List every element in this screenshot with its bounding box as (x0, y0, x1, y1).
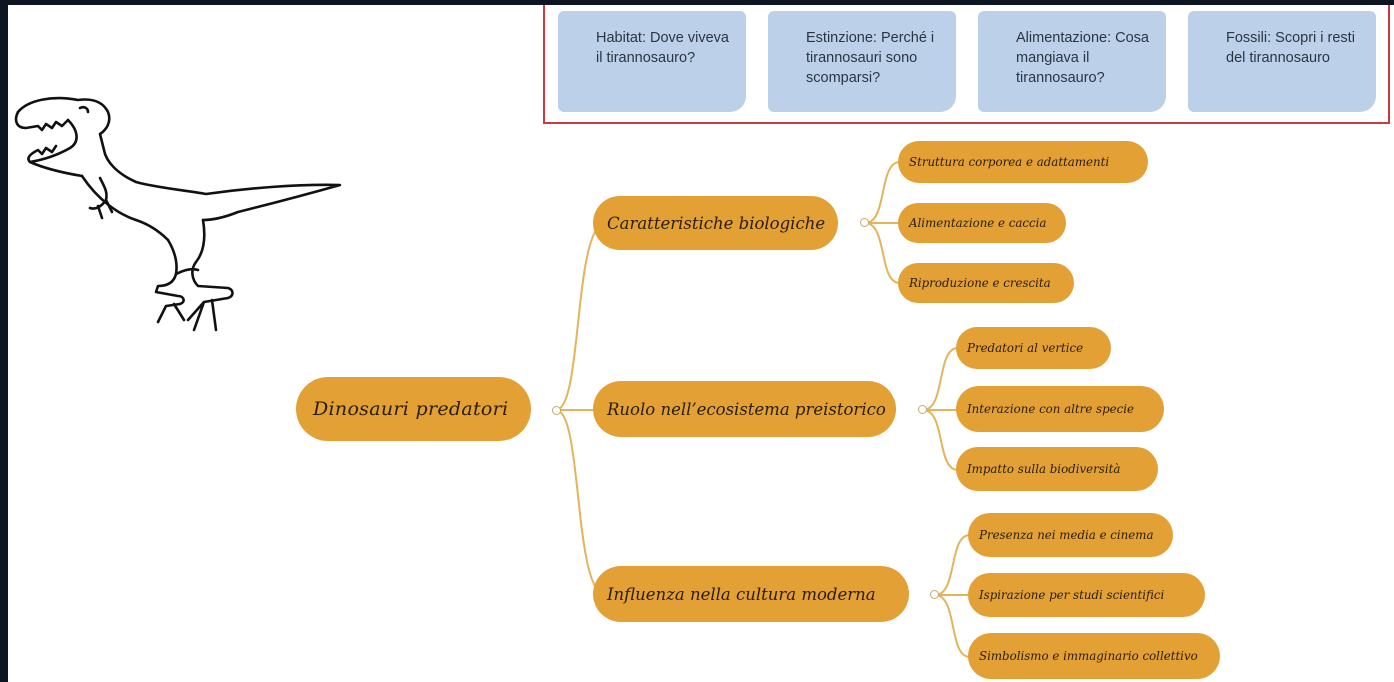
leaf-node[interactable]: Struttura corporea e adattamenti (898, 141, 1148, 183)
connector-b1-leaf-1 (864, 161, 901, 224)
suggestion-fossils-card[interactable]: Fossili: Scopri i resti del tirannosauro (1188, 11, 1376, 112)
branch-2-collapse-toggle[interactable] (918, 405, 927, 414)
leaf-node[interactable]: Presenza nei media e cinema (968, 513, 1173, 557)
connector-b3-leaf-3 (934, 594, 971, 658)
branch-node-3[interactable]: Influenza nella cultura moderna (593, 566, 909, 622)
suggested-questions-panel: Habitat: Dove viveva il tirannosauro? Es… (543, 5, 1390, 124)
t-rex-illustration (14, 96, 342, 332)
branch-node-1[interactable]: Caratteristiche biologiche (593, 196, 838, 250)
connector-b2-leaf-3 (922, 409, 959, 471)
leaf-node[interactable]: Riproduzione e crescita (898, 263, 1074, 303)
branch-1-collapse-toggle[interactable] (860, 218, 869, 227)
branch-node-2[interactable]: Ruolo nell’ecosistema preistorico (593, 381, 896, 437)
suggestion-diet-card[interactable]: Alimentazione: Cosa mangiava il tirannos… (978, 11, 1166, 112)
branch-3-collapse-toggle[interactable] (930, 590, 939, 599)
leaf-node[interactable]: Ispirazione per studi scientifici (968, 573, 1205, 617)
suggestion-extinction-card[interactable]: Estinzione: Perché i tirannosauri sono s… (768, 11, 956, 112)
leaf-node[interactable]: Impatto sulla biodiversità (956, 447, 1158, 491)
root-collapse-toggle[interactable] (552, 406, 561, 415)
leaf-node[interactable]: Predatori al vertice (956, 327, 1111, 369)
connector-root-branch-3 (555, 409, 607, 596)
suggestion-habitat-card[interactable]: Habitat: Dove viveva il tirannosauro? (558, 11, 746, 112)
connector-b3-leaf-1 (934, 534, 971, 596)
leaf-node[interactable]: Simbolismo e immaginario collettivo (968, 633, 1220, 679)
leaf-node[interactable]: Interazione con altre specie (956, 386, 1164, 432)
connector-b1-leaf-3 (864, 222, 901, 284)
connector-root-branch-1 (555, 222, 607, 411)
leaf-node[interactable]: Alimentazione e caccia (898, 203, 1066, 243)
canvas: Habitat: Dove viveva il tirannosauro? Es… (8, 5, 1394, 682)
connector-b2-leaf-1 (922, 347, 959, 411)
root-node[interactable]: Dinosauri predatori (296, 377, 531, 441)
